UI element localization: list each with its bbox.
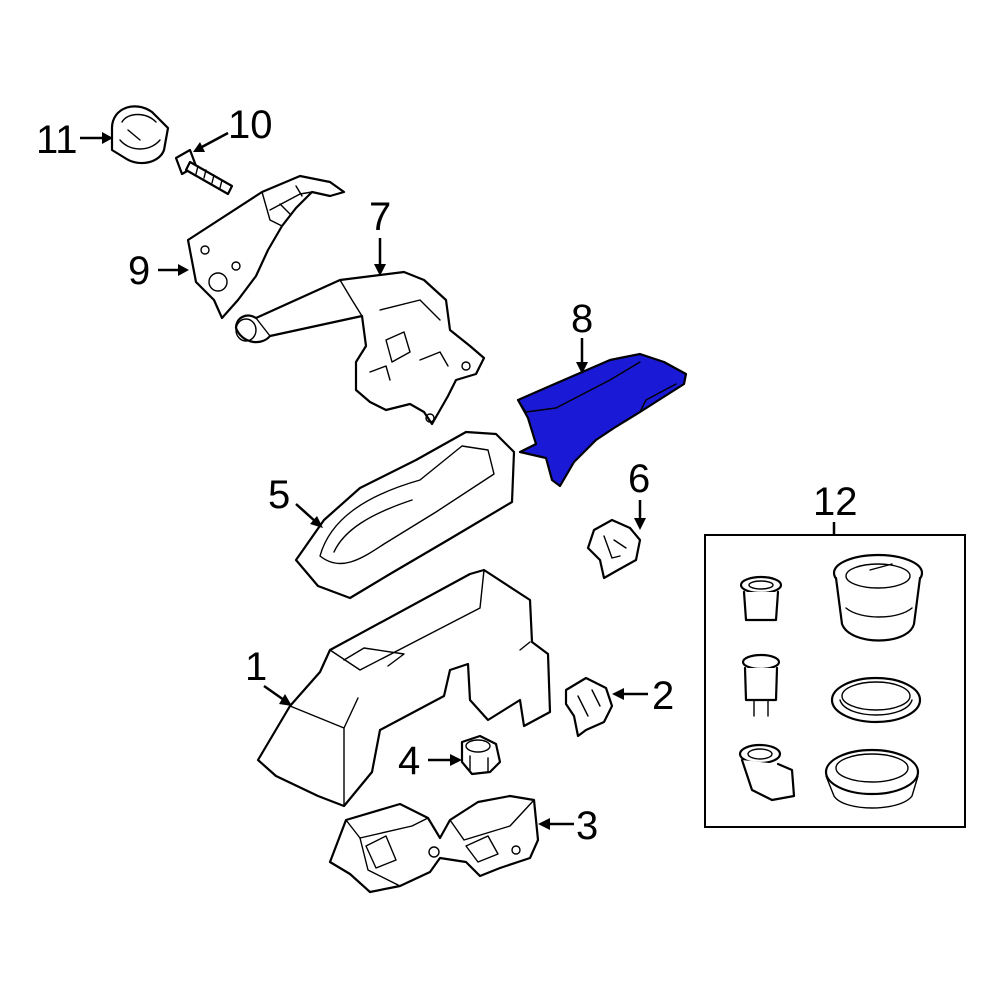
arrow-7 — [374, 238, 386, 276]
part-6-clip[interactable] — [586, 518, 642, 580]
callout-5: 5 — [268, 473, 290, 517]
part-12-kit-box — [704, 534, 966, 828]
kit-12-socket-a[interactable] — [739, 575, 783, 622]
part-3-bracket-assembly[interactable] — [328, 794, 540, 894]
part-5-console-top[interactable] — [294, 430, 516, 600]
kit-12-cup-holder-a[interactable] — [832, 553, 924, 642]
callout-4: 4 — [398, 739, 420, 783]
part-9-bracket[interactable] — [186, 174, 346, 320]
callout-3: 3 — [576, 804, 598, 848]
part-7-brake-lever[interactable] — [234, 270, 486, 426]
kit-12-socket-c[interactable] — [738, 743, 796, 802]
callout-8: 8 — [571, 297, 593, 341]
part-10-screw[interactable] — [174, 148, 234, 196]
arrow-6 — [634, 500, 646, 530]
arrow-2 — [612, 688, 648, 700]
arrow-5 — [295, 503, 323, 528]
callout-7: 7 — [369, 195, 391, 239]
callout-11: 11 — [36, 118, 78, 162]
callout-1: 1 — [245, 645, 267, 689]
kit-12-socket-b[interactable] — [741, 653, 781, 717]
kit-12-ring-b[interactable] — [824, 748, 920, 809]
callout-10: 10 — [228, 103, 273, 147]
callout-6: 6 — [628, 457, 650, 501]
part-2-clip[interactable] — [564, 676, 614, 738]
arrow-10 — [193, 131, 229, 152]
arrow-4 — [428, 754, 462, 766]
callout-9: 9 — [128, 249, 150, 293]
arrow-11 — [80, 132, 113, 144]
kit-12-ring-a[interactable] — [830, 676, 922, 724]
arrow-8 — [576, 338, 588, 374]
callout-12: 12 — [813, 480, 858, 524]
arrow-3 — [538, 818, 574, 830]
part-1-console-base[interactable] — [256, 568, 552, 808]
part-11-cap[interactable] — [110, 105, 170, 165]
arrow-9 — [158, 264, 189, 276]
arrow-1 — [263, 684, 292, 706]
part-4-nut[interactable] — [460, 734, 502, 776]
callout-2: 2 — [652, 674, 674, 718]
part-8-cover-highlighted[interactable] — [516, 352, 688, 488]
